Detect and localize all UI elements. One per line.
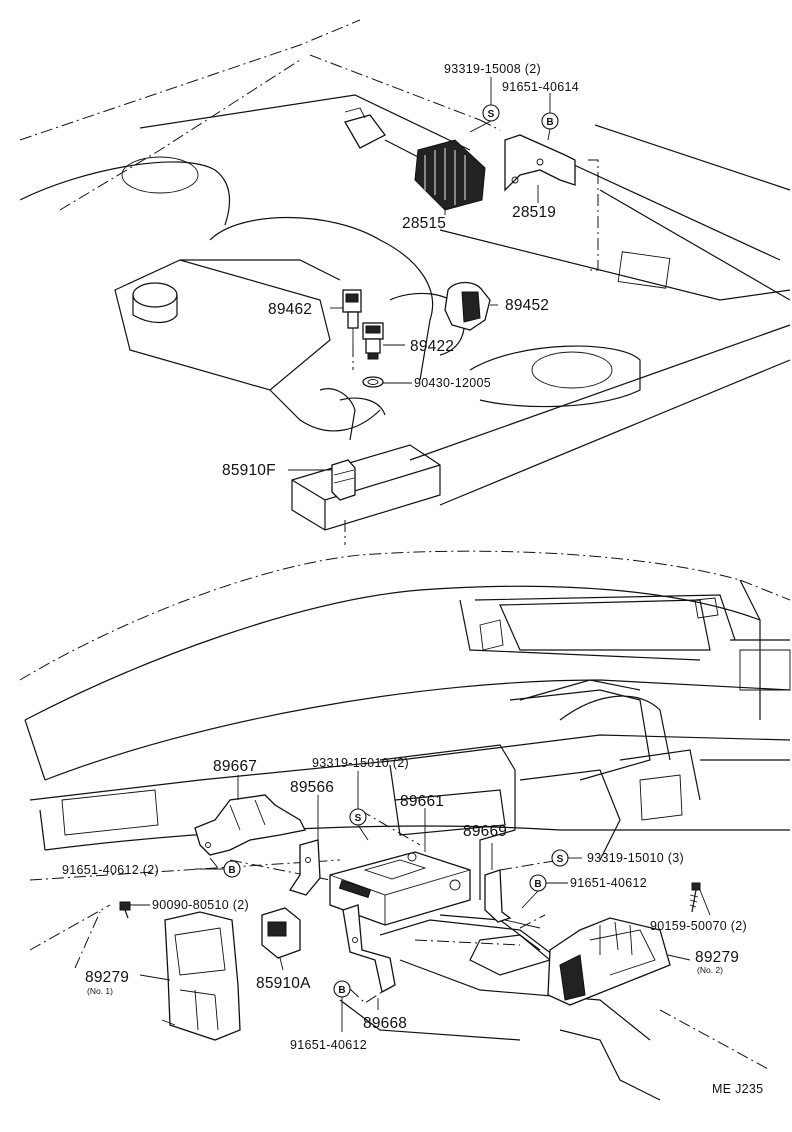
label-89668: 89668 (363, 1015, 407, 1032)
b-symbol-icon: B (223, 860, 241, 878)
part-89661-ecu (329, 851, 471, 926)
bolt-90090 (119, 901, 131, 919)
label-91651-40612-right: 91651-40612 (570, 876, 647, 890)
label-93319-15008: 93319-15008 (2) (444, 62, 541, 76)
label-89452: 89452 (505, 297, 549, 314)
svg-text:B: B (546, 117, 553, 128)
label-89661: 89661 (400, 793, 444, 810)
svg-text:S: S (488, 109, 495, 120)
label-91651-40612-2: 91651-40612 (2) (62, 863, 159, 877)
label-89279-no2: 89279 (695, 949, 739, 966)
part-85910F-valve (331, 459, 356, 501)
part-89279-no2-cover (547, 917, 671, 1006)
svg-text:B: B (228, 865, 235, 876)
svg-text:S: S (557, 854, 564, 865)
part-89667-bracket (194, 794, 306, 856)
s-symbol-icon: S (482, 104, 500, 122)
part-28519-bracket (504, 134, 576, 192)
diagram-code: ME J235 (712, 1082, 763, 1096)
b-symbol-icon: B (333, 980, 351, 998)
label-89279-no1: 89279 (85, 969, 129, 986)
label-85910F: 85910F (222, 462, 276, 479)
s-symbol-icon: S (349, 808, 367, 826)
b-symbol-icon: B (541, 112, 559, 130)
bottom-leader-lines (130, 771, 711, 1032)
label-89462: 89462 (268, 301, 312, 318)
label-89667: 89667 (213, 758, 257, 775)
screw-90159 (689, 882, 701, 913)
engine-bay-outline (19, 19, 791, 545)
svg-text:B: B (534, 879, 541, 890)
part-89462-sensor (342, 289, 362, 345)
label-89566: 89566 (290, 779, 334, 796)
label-90430-12005: 90430-12005 (414, 376, 491, 390)
part-89669-bracket (484, 869, 541, 929)
label-28515: 28515 (402, 215, 446, 232)
top-leader-lines (288, 77, 551, 471)
part-85910A-valve (261, 907, 301, 959)
label-93319-15010-2: 93319-15010 (2) (312, 756, 409, 770)
svg-text:B: B (338, 985, 345, 996)
dashboard-outline (19, 550, 791, 1101)
label-89669: 89669 (463, 823, 507, 840)
part-89279-no1-cover (161, 911, 241, 1041)
label-91651-40612-bottom: 91651-40612 (290, 1038, 367, 1052)
part-28515-igniter (344, 107, 486, 211)
label-no1: (No. 1) (87, 986, 113, 996)
part-90430-gasket (362, 376, 384, 388)
part-89452-sensor (444, 281, 491, 331)
part-89668-bracket (342, 904, 396, 993)
part-89422-sensor (362, 322, 384, 360)
label-no2: (No. 2) (697, 965, 723, 975)
b-symbol-icon: B (529, 874, 547, 892)
label-93319-15010-3: 93319-15010 (3) (587, 851, 684, 865)
label-89422: 89422 (410, 338, 454, 355)
label-90159-50070: 90159-50070 (2) (650, 919, 747, 933)
part-89566-bracket (288, 839, 321, 896)
label-28519: 28519 (512, 204, 556, 221)
s-symbol-icon: S (551, 849, 569, 867)
label-85910A: 85910A (256, 975, 311, 992)
label-91651-40614: 91651-40614 (502, 80, 579, 94)
svg-text:S: S (355, 813, 362, 824)
label-90090-80510: 90090-80510 (2) (152, 898, 249, 912)
